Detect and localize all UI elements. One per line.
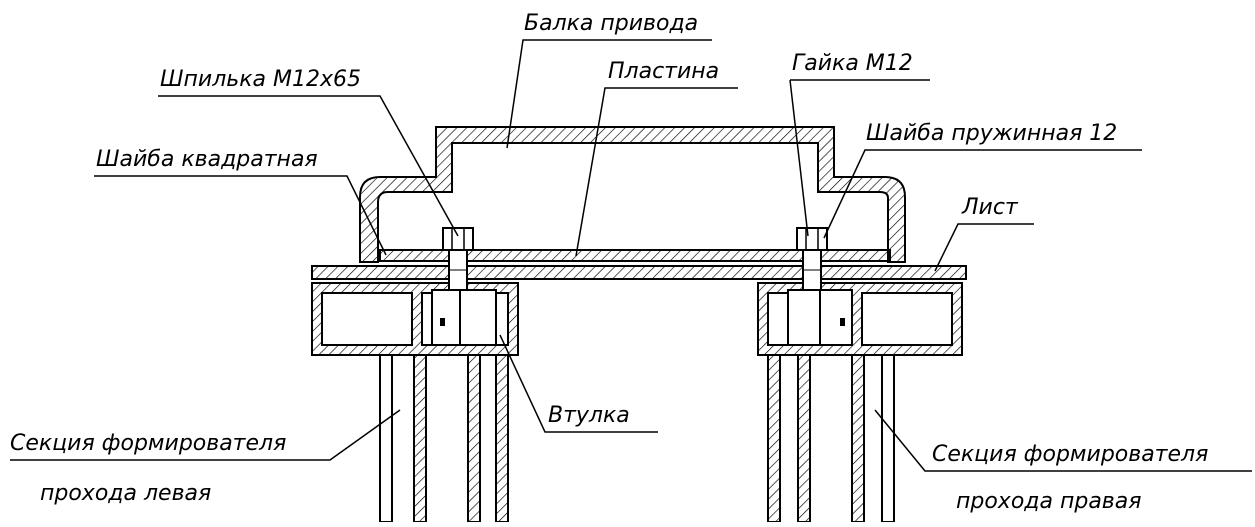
plate xyxy=(379,249,891,262)
label-nut: Гайка М12 xyxy=(792,51,913,76)
label-square-washer: Шайба квадратная xyxy=(96,147,318,172)
right-stud xyxy=(796,227,828,291)
label-plate: Пластина xyxy=(608,59,720,84)
label-left-section-line1: Секция формирователя xyxy=(10,431,287,456)
left-bushing xyxy=(431,289,497,346)
sheet xyxy=(311,265,967,280)
left-posts xyxy=(379,354,509,523)
label-stud: Шпилька М12х65 xyxy=(160,67,361,92)
label-sheet: Лист xyxy=(962,195,1018,220)
label-spring-washer: Шайба пружинная 12 xyxy=(866,121,1118,146)
right-posts xyxy=(767,354,895,523)
leader-lines xyxy=(10,39,1252,472)
left-stud xyxy=(442,227,474,291)
label-bushing: Втулка xyxy=(548,403,630,428)
label-right-section-line1: Секция формирователя xyxy=(932,442,1209,467)
right-bushing xyxy=(787,289,853,346)
label-left-section-line2: прохода левая xyxy=(40,481,212,506)
label-right-section-line2: прохода правая xyxy=(956,489,1142,514)
label-drive-beam: Балка привода xyxy=(524,11,699,36)
drive-beam xyxy=(359,126,906,263)
